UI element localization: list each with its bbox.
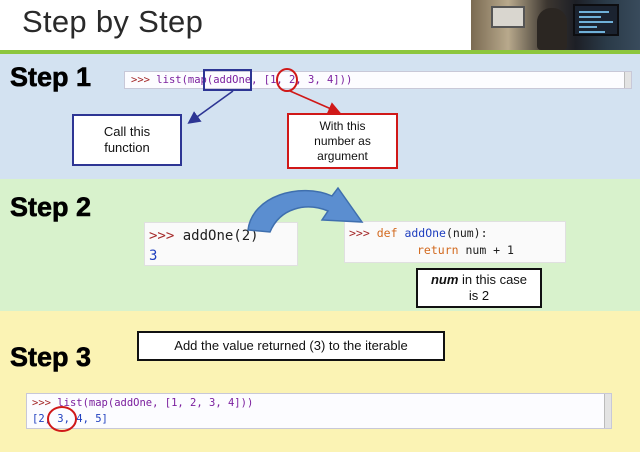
step3-expression: list(map(addOne, [1, 2, 3, 4]))	[57, 397, 254, 409]
step1-scrollbar[interactable]	[624, 72, 631, 88]
step1-label: Step 1	[10, 62, 92, 93]
step2-return-line: return num + 1	[417, 243, 514, 257]
slide-title: Step by Step	[22, 4, 204, 39]
step2-call-line: >>> addOne(2)	[149, 228, 259, 244]
num-value-bold: num	[430, 271, 459, 287]
num-value-text: num in this case is 2	[427, 272, 531, 305]
call-function-text: Call this function	[103, 123, 151, 155]
step2-call-expression: addOne(2)	[182, 228, 259, 244]
person-photo-element	[537, 8, 567, 50]
step2-def-keyword: def	[376, 226, 398, 240]
code-screen-photo-element	[573, 4, 619, 36]
step3-code-line: >>> list(map(addOne, [1, 2, 3, 4]))	[32, 397, 253, 409]
step2-def-params: (num):	[445, 226, 488, 240]
step3-code: >>> list(map(addOne, [1, 2, 3, 4])) [2, …	[26, 393, 612, 429]
laptop-photo-element	[491, 6, 525, 28]
step2-return-expression: num + 1	[465, 243, 514, 257]
step3-output: [2, 3, 4, 5]	[32, 413, 108, 425]
step2-call-result: 3	[149, 248, 158, 264]
step1-prompt: >>>	[131, 74, 150, 86]
step1-expression: list(map(addOne, [1, 2, 3, 4]))	[156, 74, 353, 86]
num-value-callout: num in this case is 2	[416, 268, 542, 308]
step1-code-line: >>> list(map(addOne, [1, 2, 3, 4]))	[124, 71, 632, 89]
step2-def-prompt: >>>	[349, 226, 370, 240]
header-accent-line	[0, 50, 640, 54]
step2-call-code: >>> addOne(2) 3	[144, 222, 298, 266]
step2-label: Step 2	[10, 192, 92, 223]
step2-def-fname: addOne	[404, 226, 446, 240]
argument-callout: With this number as argument	[287, 113, 398, 169]
call-function-callout: Call this function	[72, 114, 182, 166]
step2-call-prompt: >>>	[149, 228, 175, 244]
step2-def-code: >>> def addOne(num): return num + 1	[344, 221, 566, 263]
add-value-text: Add the value returned (3) to the iterab…	[174, 337, 408, 353]
step2-def-line: >>> def addOne(num):	[349, 226, 488, 240]
step2-return-keyword: return	[417, 243, 459, 257]
num-value-rest: in this case is 2	[458, 271, 528, 303]
step3-scrollbar[interactable]	[604, 394, 611, 428]
argument-text: With this number as argument	[314, 118, 371, 163]
step3-label: Step 3	[10, 342, 92, 373]
step1-code-text: >>> list(map(addOne, [1, 2, 3, 4]))	[131, 74, 352, 86]
add-value-callout: Add the value returned (3) to the iterab…	[137, 331, 445, 361]
step3-prompt: >>>	[32, 397, 51, 409]
header-photo	[471, 0, 640, 50]
slide-header: Step by Step	[0, 0, 640, 50]
